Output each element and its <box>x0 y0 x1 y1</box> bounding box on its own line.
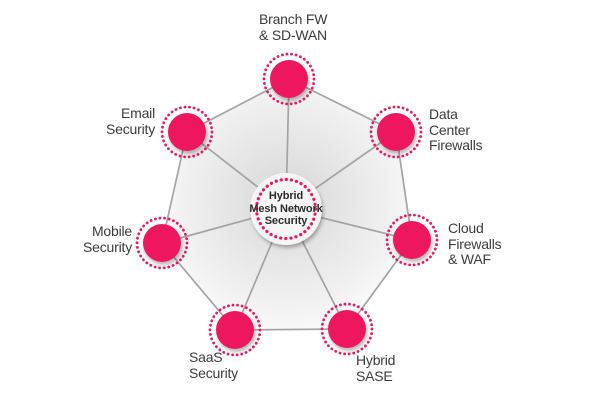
label-mobile-security: Mobile Security <box>83 223 132 255</box>
label-line: Firewalls <box>429 137 483 153</box>
label-line: Security <box>106 120 155 137</box>
node-circle <box>377 113 415 151</box>
label-line: Security <box>189 364 238 381</box>
dotted-ring-icon <box>262 52 316 106</box>
hub-circle <box>250 173 322 245</box>
label-line: Hybrid <box>356 352 396 368</box>
label-line: Firewalls <box>448 235 502 252</box>
node-circle <box>216 311 254 349</box>
node-branch-fw-sd-wan <box>262 52 316 106</box>
label-line: Branch FW <box>259 11 328 27</box>
label-line: Data <box>429 106 458 122</box>
node-circle <box>393 221 431 259</box>
label-data-center-firewalls: Data Center Firewalls <box>429 106 483 154</box>
hub-label-line-1: Hybrid <box>268 190 304 202</box>
hub-node <box>250 173 322 245</box>
label-line: & SD-WAN <box>259 26 327 43</box>
node-cloud-firewalls-waf <box>385 213 439 267</box>
label-line: Center <box>429 121 470 138</box>
hub-dotted-ring-icon <box>254 177 318 241</box>
label-cloud-firewalls-waf: Cloud Firewalls & WAF <box>448 220 502 268</box>
label-line: SASE <box>356 367 393 384</box>
dotted-ring-icon <box>385 213 439 267</box>
label-line: SaaS <box>189 349 223 365</box>
node-data-center-firewalls <box>369 105 423 159</box>
node-circle <box>143 224 181 262</box>
label-line: Security <box>83 238 132 255</box>
dotted-ring-icon <box>369 105 423 159</box>
dotted-ring-icon <box>135 216 189 270</box>
edge-email-branch <box>186 78 290 133</box>
node-circle <box>168 113 206 151</box>
hub-label: Hybrid Mesh Network Security <box>226 190 346 228</box>
dotted-ring-icon <box>208 303 262 357</box>
label-line: Email <box>120 105 155 121</box>
node-mobile-security <box>135 216 189 270</box>
node-hybrid-sase <box>320 302 374 356</box>
label-branch-fw-sd-wan: Branch FW & SD-WAN <box>259 11 328 43</box>
node-circle <box>270 60 308 98</box>
label-line: Mobile <box>91 223 132 239</box>
edge-branch-datacenter <box>288 78 397 133</box>
dotted-ring-icon <box>320 302 374 356</box>
node-circle <box>328 310 366 348</box>
hub-label-line-3: Security <box>264 215 308 227</box>
label-line: Cloud <box>448 220 484 236</box>
label-saas-security: SaaS Security <box>189 349 238 381</box>
label-hybrid-sase: Hybrid SASE <box>356 352 396 384</box>
label-email-security: Email Security <box>106 105 155 137</box>
dotted-ring-icon <box>160 105 214 159</box>
label-line: & WAF <box>448 251 491 267</box>
hub-label-line-2: Mesh Network <box>249 202 323 215</box>
node-email-security <box>160 105 214 159</box>
node-saas-security <box>208 303 262 357</box>
